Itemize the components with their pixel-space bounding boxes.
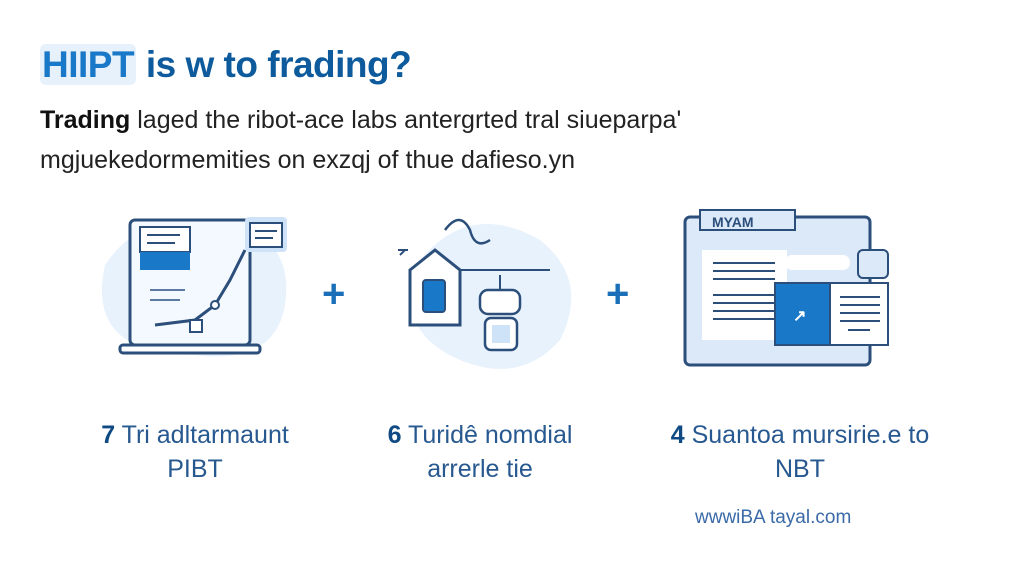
svg-text:↗: ↗: [793, 308, 806, 325]
title-rest: is w to frading?: [136, 44, 412, 85]
step-line1: Tri adltarmaunt: [115, 421, 289, 449]
window-label: MYAM: [712, 214, 754, 230]
step-number: 4: [670, 421, 685, 449]
intro-line2: mgjuekedormemities on exzqj of thue dafi…: [40, 146, 576, 174]
browser-window-icon: MYAM ↗: [683, 209, 889, 367]
step-line2: NBT: [775, 455, 825, 483]
title-highlight: HIIPT: [40, 44, 137, 85]
footer-url: wwwiBA tayal.com: [695, 507, 852, 528]
intro-bold: Trading: [40, 106, 131, 134]
laptop-chart-icon: [101, 217, 287, 357]
step-caption: 4 Suantoa mursirie.e to NBT: [650, 418, 950, 486]
step-line1: Turidê nomdial: [401, 421, 573, 449]
step-caption: 6 Turidê nomdial arrerle tie: [330, 418, 630, 486]
step-line1: Suantoa mursirie.e to: [684, 421, 930, 449]
intro-line1: laged the ribot-ace labs antergrted tral…: [130, 106, 682, 134]
page-title: HIIPT is w to frading?: [40, 44, 412, 86]
plus-operator: +: [322, 272, 346, 316]
step-number: 7: [101, 421, 116, 449]
step-line2: PIBT: [167, 455, 223, 483]
intro-text: Trading laged the ribot-ace labs antergr…: [40, 100, 740, 180]
plus-operator: +: [606, 272, 630, 316]
step-number: 6: [387, 421, 402, 449]
house-robot-icon: [398, 218, 572, 369]
step-line2: arrerle tie: [427, 455, 533, 483]
